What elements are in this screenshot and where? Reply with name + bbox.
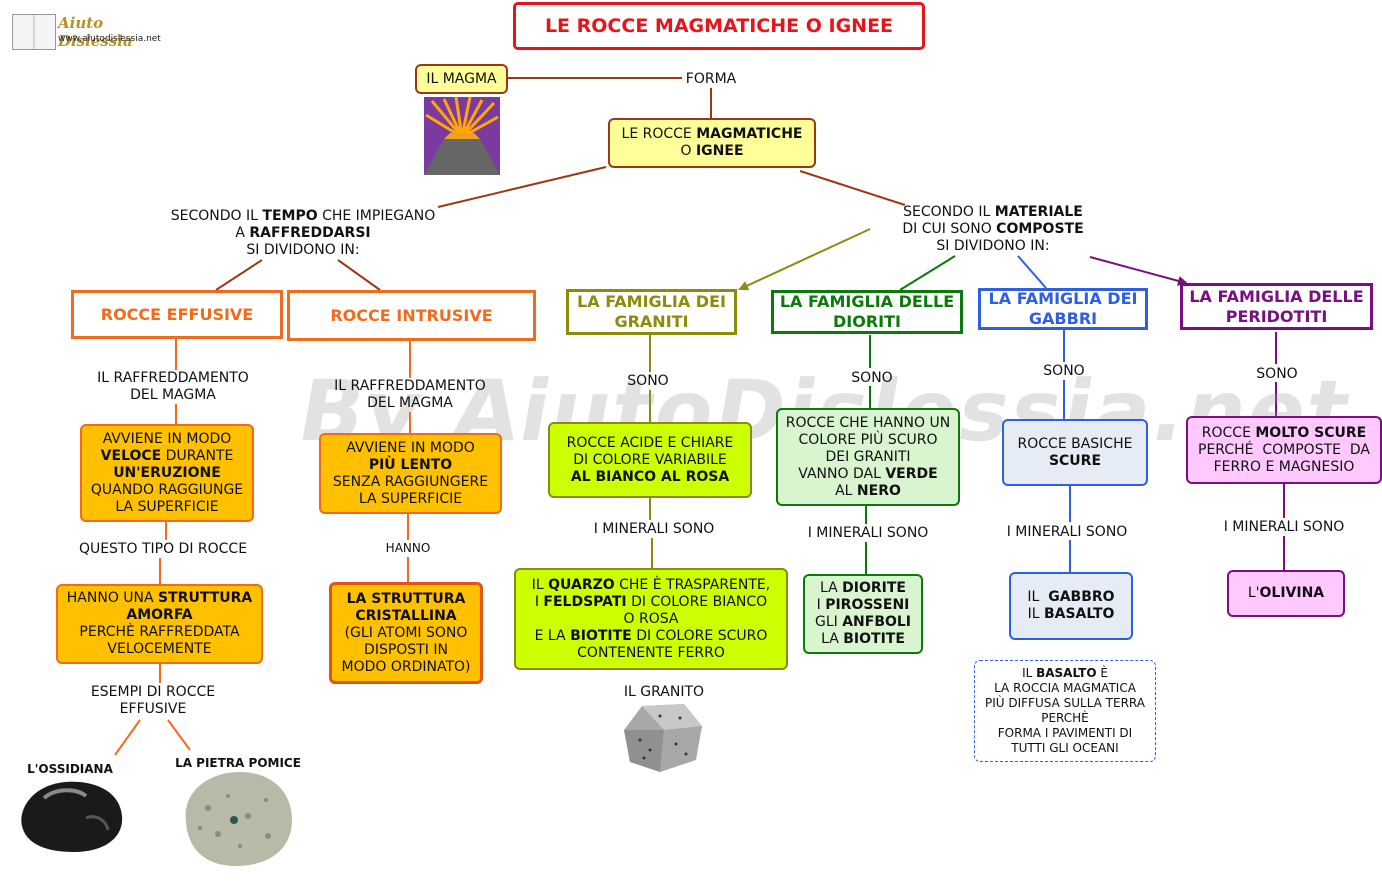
intrusive-cooling-box: AVVIENE IN MODO PIÙ LENTO SENZA RAGGIUNG… bbox=[319, 433, 502, 514]
label-material-criterion: SECONDO IL MATERIALE DI CUI SONO COMPOST… bbox=[902, 204, 1084, 254]
peridotites-link-are: SONO bbox=[1256, 366, 1298, 382]
diorites-link-are: SONO bbox=[851, 370, 893, 386]
label-forma: FORMA bbox=[685, 71, 737, 87]
book-icon bbox=[12, 14, 56, 50]
effusive-link-type: QUESTO TIPO DI ROCCE bbox=[78, 541, 248, 557]
page-title: LE ROCCE MAGMATICHE O IGNEE bbox=[513, 2, 925, 50]
volcano-image bbox=[424, 97, 500, 175]
example-obsidian-label: L'OSSIDIANA bbox=[27, 762, 113, 776]
effusive-structure-box: HANNO UNA STRUTTURA AMORFA PERCHÈ RAFFRE… bbox=[56, 584, 263, 664]
logo-url: www.aiutodislessia.net bbox=[58, 34, 161, 44]
peridotites-minerals-box: L'OLIVINA bbox=[1227, 570, 1345, 617]
gabbros-link-minerals: I MINERALI SONO bbox=[1006, 524, 1128, 540]
diorites-description-box: ROCCE CHE HANNO UN COLORE PIÙ SCURO DEI … bbox=[776, 408, 960, 506]
peridotites-family-header: LA FAMIGLIA DELLE PERIDOTITI bbox=[1180, 283, 1373, 330]
intrusive-rocks-header: ROCCE INTRUSIVE bbox=[287, 290, 536, 341]
obsidian-image bbox=[16, 776, 128, 856]
intrusive-link-have: HANNO bbox=[385, 541, 431, 555]
diorites-link-minerals: I MINERALI SONO bbox=[807, 525, 929, 541]
granites-link-minerals: I MINERALI SONO bbox=[593, 521, 715, 537]
line-center-left bbox=[437, 166, 607, 208]
gabbros-minerals-box: IL GABBRO IL BASALTO bbox=[1009, 572, 1133, 640]
gabbros-link-are: SONO bbox=[1043, 363, 1085, 379]
granite-example-label: IL GRANITO bbox=[623, 684, 705, 700]
peridotites-description-box: ROCCE MOLTO SCURE PERCHÉ COMPOSTE DA FER… bbox=[1186, 416, 1382, 484]
label-time-criterion: SECONDO IL TEMPO CHE IMPIEGANO A RAFFRED… bbox=[170, 208, 436, 258]
granite-image bbox=[620, 700, 706, 774]
gabbros-description-box: ROCCE BASICHE SCURE bbox=[1002, 419, 1148, 486]
granites-link-are: SONO bbox=[627, 373, 669, 389]
logo-name: Aiuto Dislessia bbox=[58, 14, 133, 50]
line-center-right bbox=[799, 170, 906, 206]
granites-minerals-box: IL QUARZO CHE È TRASPARENTE, I FELDSPATI… bbox=[514, 568, 788, 670]
center-node: LE ROCCE MAGMATICHE O IGNEE bbox=[608, 118, 816, 168]
gabbros-family-header: LA FAMIGLIA DEI GABBRI bbox=[978, 288, 1148, 330]
example-pumice-label: LA PIETRA POMICE bbox=[175, 756, 301, 770]
logo[interactable]: Aiuto Dislessia www.aiutodislessia.net bbox=[12, 12, 172, 52]
diorites-minerals-box: LA DIORITE I PIROSSENI GLI ANFBOLI LA BI… bbox=[803, 574, 923, 654]
basalt-note: IL BASALTO È LA ROCCIA MAGMATICA PIÙ DIF… bbox=[974, 660, 1156, 762]
effusive-rocks-header: ROCCE EFFUSIVE bbox=[71, 290, 283, 339]
effusive-cooling-box: AVVIENE IN MODO VELOCE DURANTE UN'ERUZIO… bbox=[80, 424, 254, 522]
magma-node: IL MAGMA bbox=[415, 64, 508, 94]
pumice-image bbox=[178, 768, 296, 868]
granites-family-header: LA FAMIGLIA DEI GRANITI bbox=[566, 289, 737, 335]
intrusive-structure-box: LA STRUTTURA CRISTALLINA (GLI ATOMI SONO… bbox=[329, 582, 483, 684]
diorites-family-header: LA FAMIGLIA DELLE DIORITI bbox=[771, 290, 963, 334]
granites-description-box: ROCCE ACIDE E CHIARE DI COLORE VARIABILE… bbox=[548, 422, 752, 498]
peridotites-link-minerals: I MINERALI SONO bbox=[1223, 519, 1345, 535]
